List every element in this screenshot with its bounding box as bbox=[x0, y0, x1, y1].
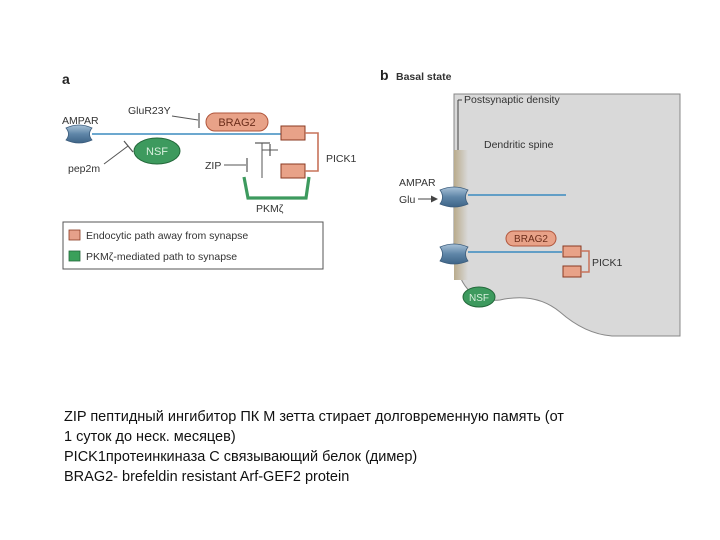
panel-a-pick1-label: PICK1 bbox=[326, 153, 357, 165]
panel-b-pick1-box-bottom bbox=[562, 265, 582, 278]
panel-a-pep2m-label: pep2m bbox=[68, 163, 100, 175]
panel-b-label: b bbox=[380, 67, 389, 83]
panel-b-nsf-ellipse bbox=[462, 286, 496, 308]
panel-a-ampar-label: AMPAR bbox=[62, 115, 99, 127]
panel-b-pick1-bracket bbox=[581, 250, 590, 273]
panel-b-brag2-box bbox=[505, 230, 557, 247]
panel-b-glu-label: Glu bbox=[399, 194, 416, 206]
figure: a AMPAR GluR23Y BRAG2 NSF pep2m ZIP bbox=[62, 67, 681, 337]
panel-a-brag2-label: BRAG2 bbox=[218, 117, 255, 129]
panel-a-brag2-box bbox=[205, 112, 269, 132]
panel-a-legend-swatch-endocytic bbox=[68, 229, 81, 241]
caption-line-2: 1 суток до неск. месяцев) bbox=[64, 429, 236, 445]
panel-b: b Basal state Postsynaptic density Dendr… bbox=[380, 67, 681, 337]
panel-b-pick1-label: PICK1 bbox=[592, 257, 623, 269]
caption: ZIP пептидный ингибитор ПК М зетта стира… bbox=[64, 407, 704, 487]
panel-a-pep2m-inhibit-line bbox=[103, 145, 129, 165]
panel-a-pkm-label: PKMζ bbox=[256, 203, 284, 215]
panel-a-pkm-path bbox=[242, 176, 311, 200]
panel-a-pick1-box-bottom bbox=[280, 163, 306, 179]
panel-a-nsf-ellipse bbox=[133, 137, 181, 165]
panel-b-pick1-box-top bbox=[562, 245, 582, 258]
caption-line-1: ZIP пептидный ингибитор ПК М зетта стира… bbox=[64, 409, 564, 425]
panel-a-glur-label: GluR23Y bbox=[128, 105, 171, 117]
panel-a-pep2m-inhibit-bar bbox=[123, 140, 134, 153]
panel-a: a AMPAR GluR23Y BRAG2 NSF pep2m ZIP bbox=[62, 71, 357, 270]
panel-b-spine-shape bbox=[453, 93, 681, 337]
panel-b-ampar-receptor-bottom-icon bbox=[439, 243, 469, 265]
panel-b-ampar-label: AMPAR bbox=[399, 177, 436, 189]
panel-a-nsf-label: NSF bbox=[146, 146, 168, 158]
panel-b-title: Basal state bbox=[396, 71, 452, 83]
panel-b-glu-arrow-head bbox=[431, 195, 438, 203]
panel-a-legend-swatch-pkm bbox=[68, 250, 81, 262]
panel-a-legend-text-endocytic: Endocytic path away from synapse bbox=[86, 230, 248, 242]
panel-b-psd-label: Postsynaptic density bbox=[464, 94, 560, 106]
panel-b-ampar-receptor-top-icon bbox=[439, 186, 469, 208]
panel-a-legend-box bbox=[62, 221, 324, 270]
caption-line-3: PICK1протеинкиназа С связывающий белок (… bbox=[64, 449, 418, 465]
panel-a-pick1-box-top bbox=[280, 125, 306, 141]
caption-line-4: BRAG2- brefeldin resistant Arf-GEF2 prot… bbox=[64, 469, 350, 485]
panel-a-pick1-bracket bbox=[305, 132, 319, 172]
panel-a-legend-text-pkm: PKMζ-mediated path to synapse bbox=[86, 251, 237, 263]
panel-b-nsf-label: NSF bbox=[469, 293, 489, 304]
panel-a-glur-inhibit-line bbox=[171, 115, 199, 121]
panel-a-ampar-receptor-icon bbox=[65, 124, 93, 144]
panel-a-label: a bbox=[62, 71, 70, 87]
panel-b-brag2-label: BRAG2 bbox=[514, 234, 548, 245]
panel-a-zip-label: ZIP bbox=[205, 160, 221, 172]
panel-b-spine-label: Dendritic spine bbox=[484, 139, 554, 151]
